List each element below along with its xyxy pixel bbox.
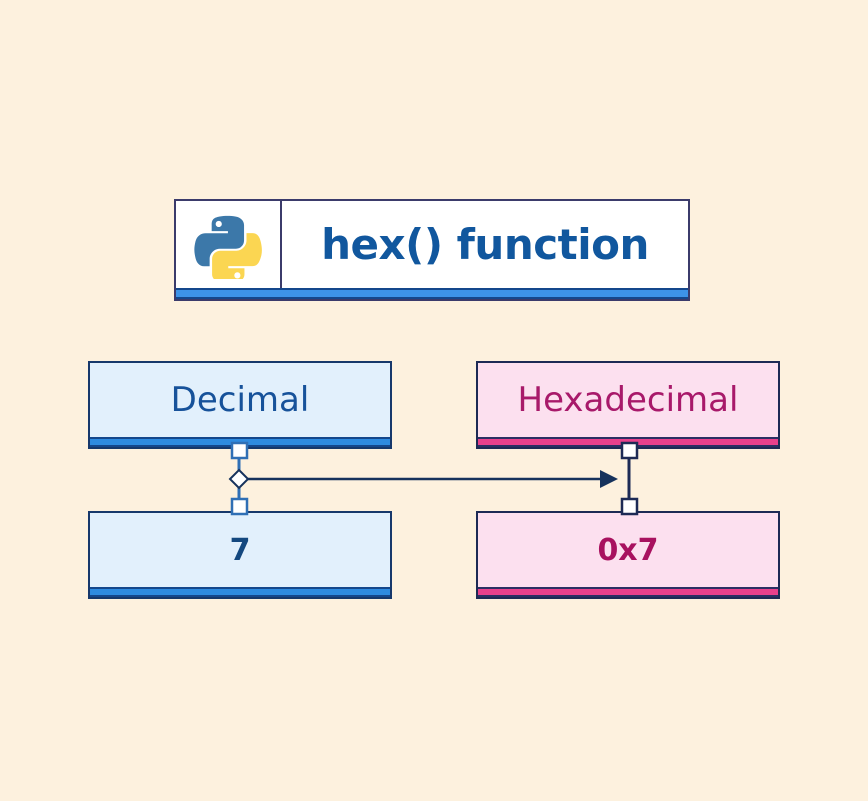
node-decimal-value-body: 7 [90,513,390,587]
node-hexadecimal-label-body: Hexadecimal [478,363,778,437]
node-decimal-label-body: Decimal [90,363,390,437]
header-logo-cell [176,201,282,288]
node-decimal-value-accent [90,587,390,597]
python-logo-icon [194,215,262,279]
header-row: hex() function [176,201,688,288]
node-decimal-value-text: 7 [229,532,251,568]
header-accent-bar [176,288,688,299]
node-decimal-value[interactable]: 7 [88,511,392,599]
node-hexadecimal-value-text: 0x7 [597,532,659,568]
arrow-right-icon [600,470,618,488]
diamond-handle-icon[interactable] [228,468,250,490]
header-title-cell: hex() function [282,201,688,288]
header-card: hex() function [174,199,690,301]
node-decimal-label[interactable]: Decimal [88,361,392,449]
node-hexadecimal-label-text: Hexadecimal [517,380,739,420]
node-hexadecimal-label[interactable]: Hexadecimal [476,361,780,449]
node-hexadecimal-label-accent [478,437,778,447]
node-hexadecimal-value[interactable]: 0x7 [476,511,780,599]
node-hexadecimal-value-accent [478,587,778,597]
node-decimal-label-text: Decimal [170,380,310,420]
node-decimal-label-accent [90,437,390,447]
node-hexadecimal-value-body: 0x7 [478,513,778,587]
page-title: hex() function [321,220,649,269]
